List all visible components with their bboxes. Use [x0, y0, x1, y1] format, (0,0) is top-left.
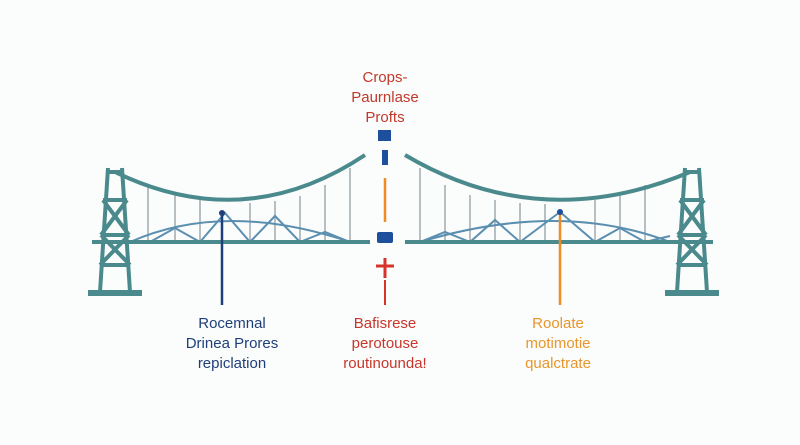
left-tower: [88, 167, 142, 296]
label-line: qualctrate: [525, 355, 591, 372]
label-line: Rocemnal: [198, 315, 266, 332]
right-label: Roolate motimotie qualctrate: [458, 314, 658, 374]
left-label: Rocemnal Drinea Prores repiclation: [132, 314, 332, 374]
left-main-cable: [114, 153, 367, 202]
label-line: routinounda!: [343, 355, 427, 372]
right-tower: [665, 167, 719, 296]
right-main-cable: [403, 153, 691, 202]
label-line: Drinea Prores: [185, 335, 279, 352]
blue-connector: [382, 150, 388, 165]
center-markers: [376, 130, 394, 305]
label-line: perotouse: [351, 335, 419, 352]
title-line: Profts: [365, 109, 405, 126]
title-line: Crops-: [362, 69, 408, 86]
left-deck: [92, 240, 370, 244]
left-truss: [129, 211, 351, 244]
title-label: Crops- Paurnlase Profts: [285, 68, 485, 128]
red-plus-icon: [376, 258, 394, 278]
title-line: Paurnlase: [351, 89, 419, 106]
right-marker-dot: [557, 209, 563, 215]
label-line: repiclation: [197, 355, 267, 372]
center-blue-block: [377, 232, 393, 243]
label-line: motimotie: [525, 335, 591, 352]
left-marker-dot: [219, 210, 225, 216]
middle-label: Bafisrese perotouse routinounda!: [285, 314, 485, 374]
right-truss: [419, 210, 671, 244]
top-blue-square: [378, 130, 391, 141]
label-line: Bafisrese: [353, 315, 417, 332]
label-line: Roolate: [532, 315, 584, 332]
